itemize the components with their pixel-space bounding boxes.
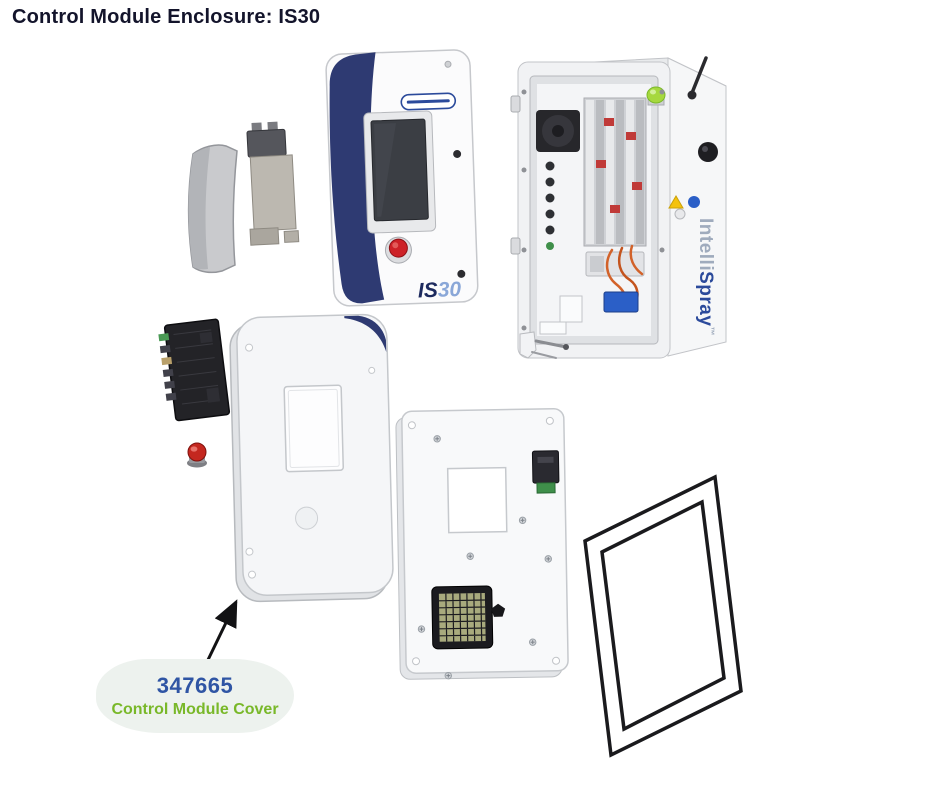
blue-module — [603, 291, 639, 313]
bottom-plate — [559, 295, 583, 323]
emergency-stop-button — [384, 236, 412, 264]
cover-holes — [245, 343, 376, 579]
callout-arrow — [204, 599, 238, 665]
side-knob — [698, 142, 718, 162]
terminal-blocks — [583, 97, 647, 247]
hinge-pin-part — [519, 331, 569, 359]
io-module — [158, 318, 231, 422]
cooling-fan — [536, 110, 580, 152]
panel-cutout — [446, 466, 508, 534]
antenna — [687, 56, 708, 100]
hinge — [510, 237, 521, 255]
cover-window-cutout — [283, 384, 345, 473]
hinge — [510, 95, 521, 113]
control-module-cover — [229, 313, 394, 603]
panel-connector — [531, 450, 560, 494]
relay-module — [585, 251, 645, 277]
panel-logo: IS30 — [417, 278, 461, 303]
panel-knobs — [453, 149, 466, 278]
callout-bubble: 347665 Control Module Cover — [96, 659, 294, 733]
display-screen — [363, 110, 437, 234]
front-panel: IS30 — [325, 49, 479, 307]
navy-corner-accent — [344, 315, 387, 353]
curved-cover — [187, 144, 238, 274]
callout-part-number: 347665 — [156, 673, 234, 698]
rim-screws — [521, 89, 665, 331]
red-button — [187, 442, 207, 468]
filter-grille — [431, 585, 494, 650]
warning-labels — [668, 195, 700, 220]
pentagon-knob — [491, 603, 506, 617]
bottom-plate — [539, 321, 567, 335]
panel-screw — [444, 60, 452, 68]
enclosure-box: IntelliSpray™ — [510, 56, 727, 359]
corner-holes — [407, 416, 561, 666]
panel-screws — [417, 435, 552, 680]
page-title: Control Module Enclosure: IS30 — [12, 6, 321, 28]
cover-circle-detail — [295, 506, 319, 530]
device-column — [545, 161, 555, 250]
side-brand-text: IntelliSpray™ — [695, 218, 716, 336]
brand-label — [400, 92, 457, 111]
callout-part-name: Control Module Cover — [111, 701, 279, 718]
back-panel — [395, 408, 569, 680]
gasket-frame — [583, 474, 743, 758]
mounting-bracket — [246, 121, 300, 246]
